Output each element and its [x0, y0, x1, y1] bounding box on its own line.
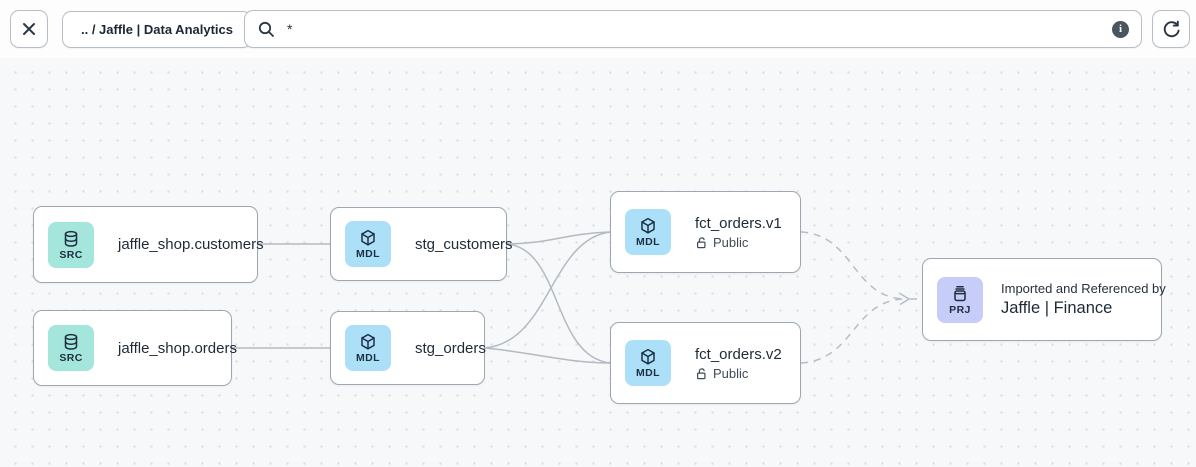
model-badge: MDL: [345, 221, 391, 267]
refresh-button[interactable]: [1152, 10, 1190, 48]
project-badge: PRJ: [937, 276, 983, 323]
node-title: jaffle_shop.orders: [118, 339, 237, 357]
edge-fct-v2-prj-dashed: [800, 298, 904, 364]
breadcrumb-button[interactable]: .. / Jaffle | Data Analytics: [62, 11, 252, 48]
cube-icon: [641, 218, 655, 234]
search-bar[interactable]: i: [244, 10, 1142, 48]
badge-label: PRJ: [949, 303, 971, 316]
model-badge: MDL: [625, 340, 671, 386]
node-model-fct-orders-v1[interactable]: MDL fct_orders.v1 Public: [610, 191, 801, 273]
toolbar: .. / Jaffle | Data Analytics i: [0, 0, 1196, 58]
archive-jar-icon: [954, 285, 966, 301]
badge-label: MDL: [356, 352, 380, 365]
badge-label: MDL: [356, 248, 380, 261]
node-source-jaffle-shop-customers[interactable]: SRC jaffle_shop.customers: [33, 206, 264, 283]
breadcrumb: .. / Jaffle | Data Analytics: [81, 22, 233, 37]
badge-label: SRC: [59, 352, 83, 365]
info-icon[interactable]: i: [1112, 20, 1129, 38]
search-icon: [258, 21, 274, 37]
database-icon: [64, 230, 78, 247]
node-title: fct_orders.v1: [695, 214, 782, 232]
edge-stg-customers-fct-v1: [506, 231, 611, 245]
edge-fct-v1-prj-dashed: [800, 231, 904, 300]
access-label: Public: [713, 365, 749, 381]
close-icon: [23, 23, 35, 35]
source-badge: SRC: [48, 325, 94, 371]
node-model-stg-customers[interactable]: MDL stg_customers: [330, 207, 513, 281]
model-badge: MDL: [345, 325, 391, 371]
node-source-jaffle-shop-orders[interactable]: SRC jaffle_shop.orders: [33, 310, 237, 386]
close-button[interactable]: [10, 10, 48, 48]
unlock-icon: [696, 367, 706, 379]
edge-arrowhead-icon: [899, 292, 911, 306]
node-title: stg_customers: [415, 235, 513, 253]
node-title: jaffle_shop.customers: [118, 236, 264, 253]
access-row: Public: [695, 366, 782, 381]
cube-icon: [361, 334, 375, 350]
access-row: Public: [695, 235, 782, 250]
node-project-jaffle-finance[interactable]: PRJ Imported and Referenced by Jaffle | …: [922, 258, 1166, 341]
node-title: fct_orders.v2: [695, 345, 782, 363]
badge-label: MDL: [636, 367, 660, 380]
badge-label: MDL: [636, 236, 660, 249]
refresh-icon: [1163, 20, 1180, 38]
node-model-stg-orders[interactable]: MDL stg_orders: [330, 311, 486, 385]
node-pretitle: Imported and Referenced by: [1001, 281, 1166, 296]
source-badge: SRC: [48, 221, 94, 268]
search-input[interactable]: [285, 20, 1112, 38]
node-model-fct-orders-v2[interactable]: MDL fct_orders.v2 Public: [610, 322, 801, 404]
model-badge: MDL: [625, 209, 671, 255]
badge-label: SRC: [59, 248, 83, 261]
node-title: Jaffle | Finance: [1001, 299, 1113, 317]
cube-icon: [361, 230, 375, 246]
cube-icon: [641, 349, 655, 365]
node-title: stg_orders: [415, 339, 486, 357]
unlock-icon: [696, 236, 706, 248]
edge-stg-orders-fct-v2: [484, 347, 611, 364]
database-icon: [64, 334, 78, 350]
access-label: Public: [713, 234, 749, 250]
edge-stg-customers-fct-v2: [506, 243, 611, 364]
